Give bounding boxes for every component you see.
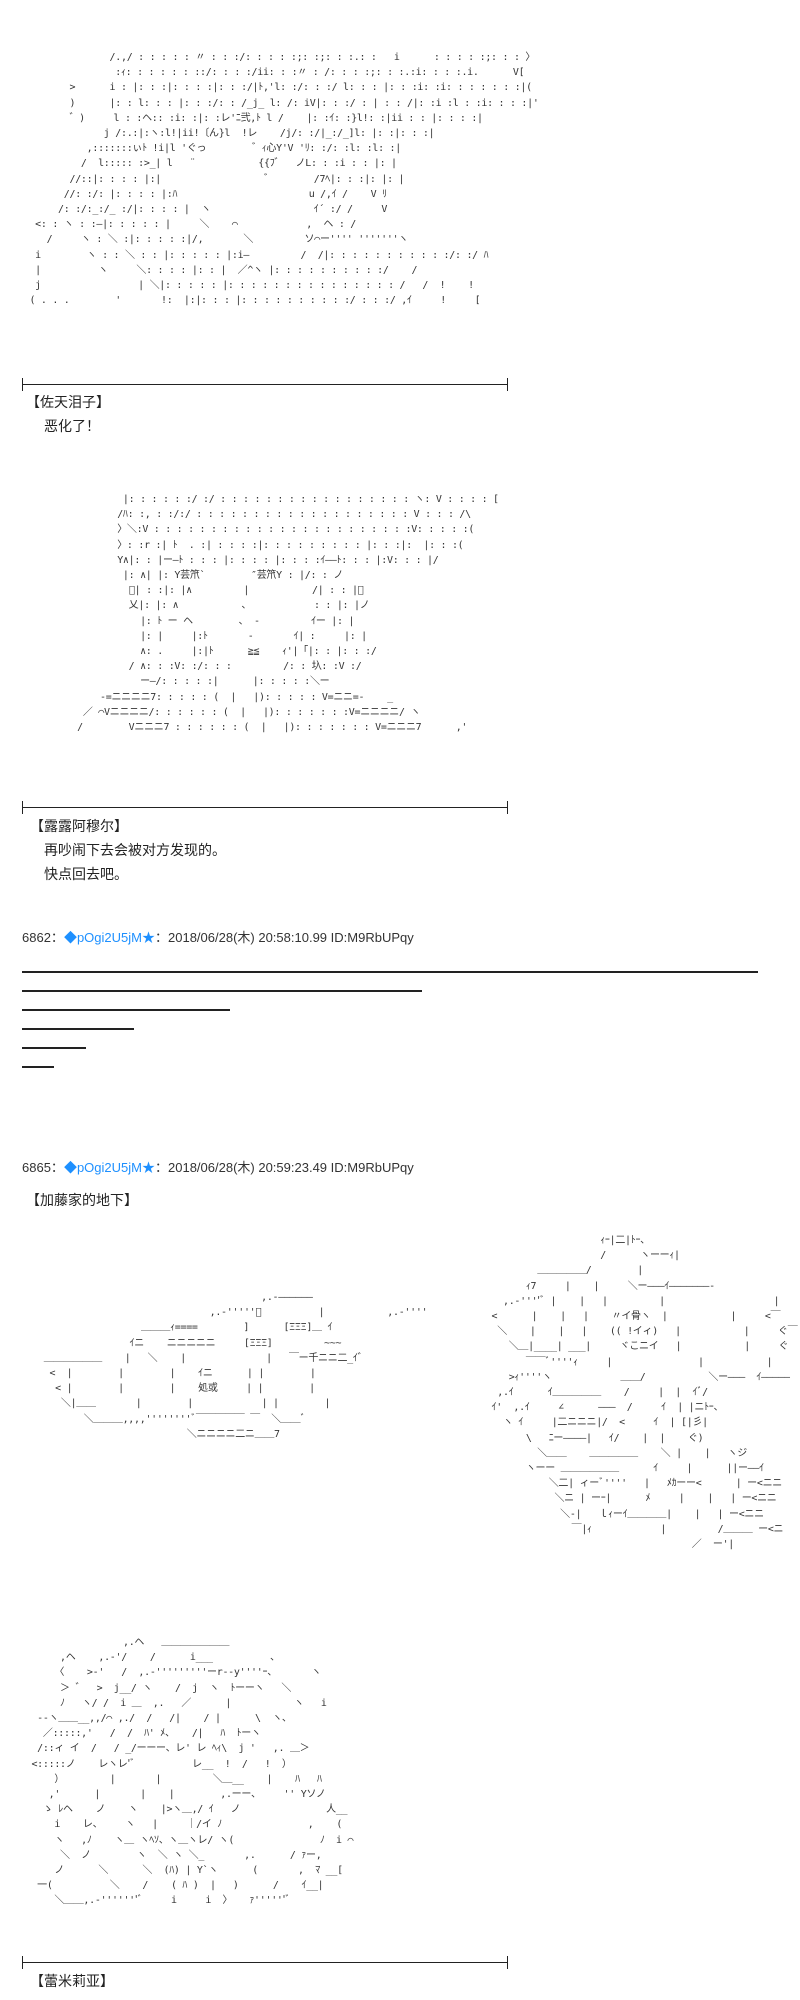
scene-separator: [22, 1956, 508, 1969]
post-date: 2018/06/28(木) 20:58:10.99: [168, 930, 328, 945]
trip-diamond-icon: ◆: [63, 1160, 77, 1175]
divider-bar: [22, 990, 422, 992]
post-header: 6862：◆pOgi2U5jM★：2018/06/28(木) 20:58:10.…: [22, 930, 414, 945]
dialogue-line: 再吵闹下去会被对方发现的。: [44, 843, 226, 859]
ascii-art-lulu: |: : : : : :/ :/ : : : : : : : : : : : :…: [77, 494, 499, 734]
ascii-art-basement-right: ｨｰ|二|ﾄｰ、 / ヽーーｨ| ＿＿＿＿＿/ | ｨ7 | | ＼ー―――ｲ―…: [491, 1235, 798, 1551]
speaker-label: 【蕾米莉亚】: [30, 1974, 114, 1990]
speaker-label: 【佐天泪子】: [26, 395, 110, 411]
divider-bar: [22, 1047, 86, 1049]
scene-separator: [22, 378, 508, 391]
divider-bar: [22, 971, 758, 973]
location-label: 【加藤家的地下】: [26, 1193, 138, 1209]
post-id[interactable]: ID:M9RbUPqy: [330, 1160, 414, 1175]
dialogue-line: 快点回去吧。: [44, 867, 128, 883]
divider-bar: [22, 1066, 54, 1068]
scene-separator: [22, 801, 508, 814]
post-number[interactable]: 6862: [22, 930, 51, 945]
trip-diamond-icon: ◆: [63, 930, 77, 945]
post-date: 2018/06/28(木) 20:59:23.49: [168, 1160, 328, 1175]
star-icon: ★: [141, 930, 155, 945]
ascii-art-saten: /.,/ : : : : : 〃 : : :/: : : : :;: :;: :…: [29, 52, 539, 307]
star-icon: ★: [141, 1160, 155, 1175]
divider-bar: [22, 1009, 230, 1011]
speaker-label: 【露露阿穆尔】: [30, 819, 128, 835]
divider-bar: [22, 1028, 134, 1030]
dialogue-line: 恶化了！: [44, 419, 100, 435]
post-number[interactable]: 6865: [22, 1160, 51, 1175]
ascii-art-remilia: ,.ヘ ＿＿＿＿＿＿＿ ,ヘ ,.-'/ / i___ 、 〈 >-' / ,.…: [31, 1637, 354, 1907]
trip-code: pOgi2U5jM: [76, 930, 142, 945]
trip-code: pOgi2U5jM: [76, 1160, 142, 1175]
ascii-art-basement-left: ,.-―――――― ,.-'''''ﾞ | ,.-'''' ＿＿＿ｨ==== ]…: [43, 1292, 428, 1440]
post-header: 6865：◆pOgi2U5jM★：2018/06/28(木) 20:59:23.…: [22, 1160, 414, 1175]
post-id[interactable]: ID:M9RbUPqy: [330, 930, 414, 945]
